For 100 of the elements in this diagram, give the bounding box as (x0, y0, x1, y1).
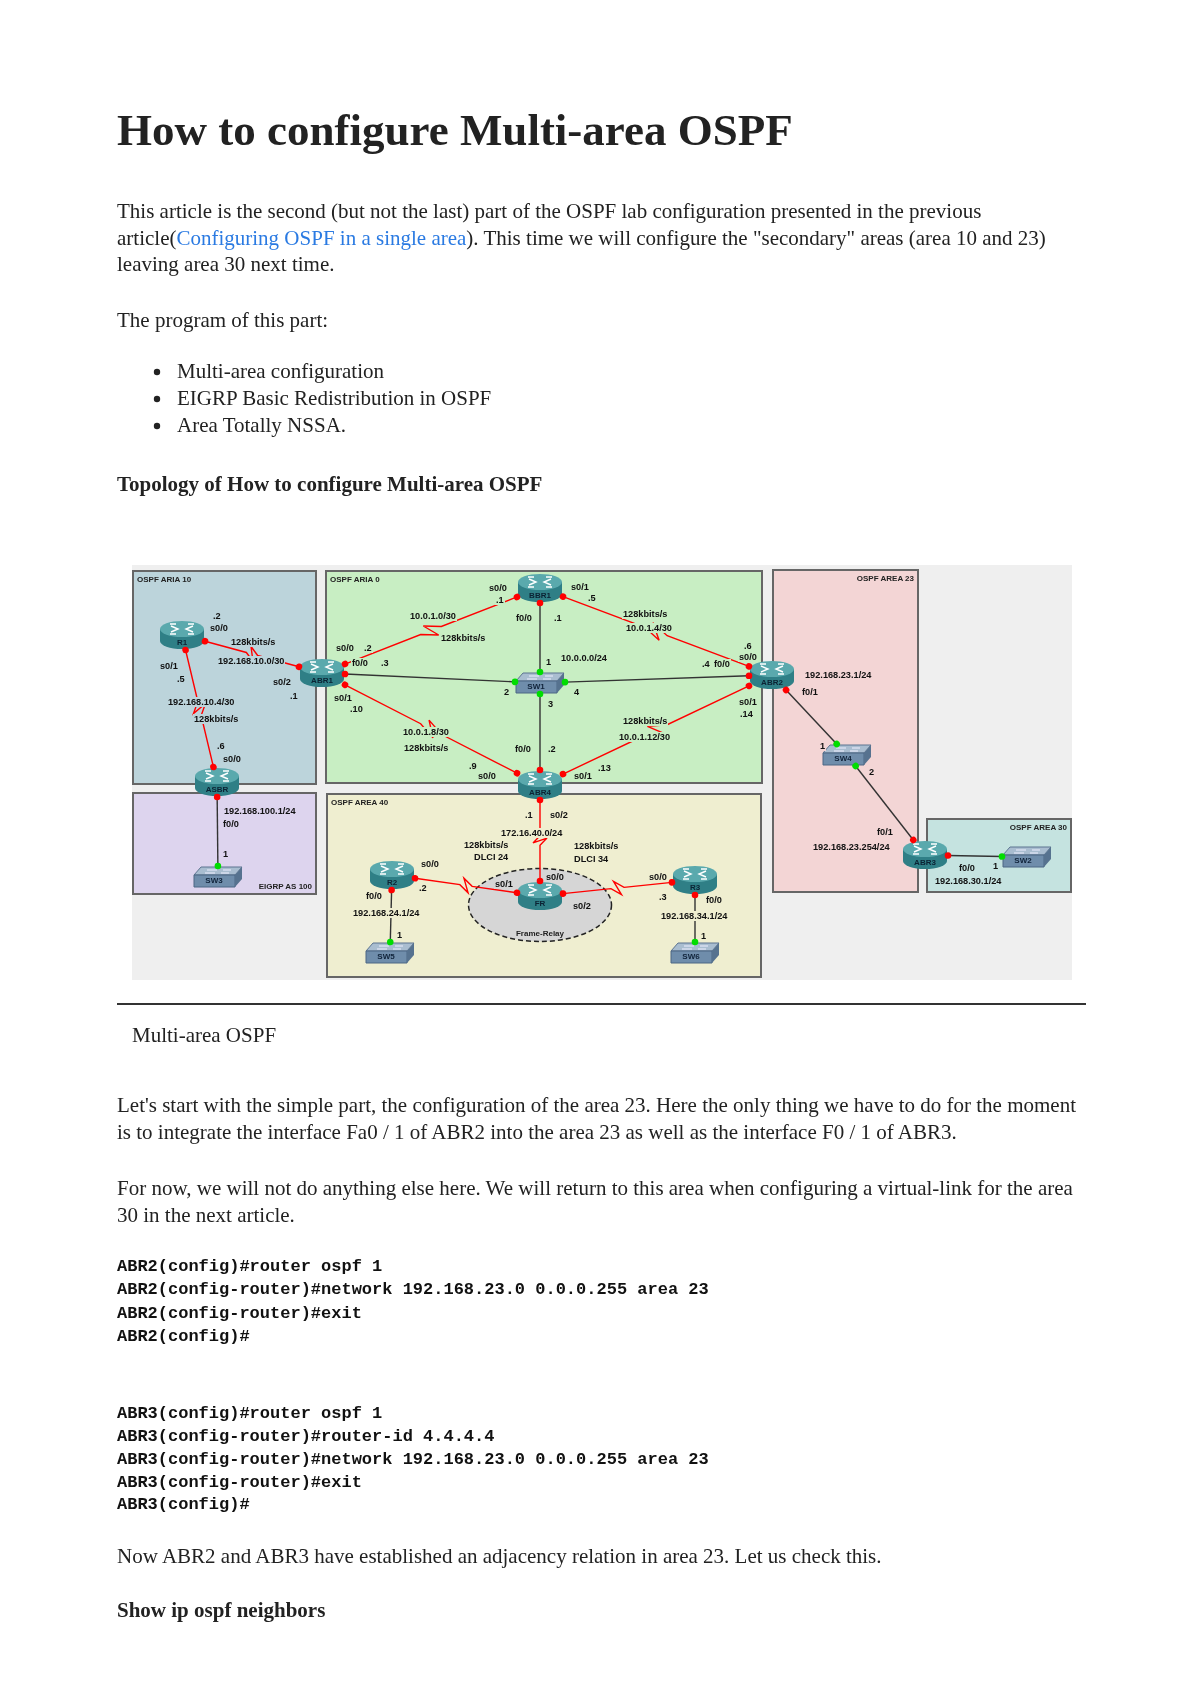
network-link (536, 690, 544, 774)
network-label: .14 (739, 709, 754, 719)
network-link (341, 593, 521, 668)
edge-label: 172.16.40.0/24 (500, 828, 564, 838)
network-label: s0/1 (573, 771, 593, 781)
switch-name: SW1 (526, 682, 546, 692)
network-link (213, 793, 222, 870)
network-label: .3 (380, 658, 390, 668)
paragraph: This article is the second (but not the last) part of the OSPF lab configuration presented in the previous article(Configuring OSPF in a single area). This time we will configure the "secondary" areas (area 10 and 23) leaving area 30 next time. (117, 198, 1047, 278)
network-label: 192.168.100.1/24 (223, 806, 297, 816)
network-label: s0/1 (494, 879, 514, 889)
code-line: ABR2(config-router)#exit (117, 1304, 362, 1324)
network-link (782, 686, 840, 748)
network-label: 1 (700, 931, 708, 941)
network-label: s0/2 (272, 677, 292, 687)
network-label: .1 (524, 810, 534, 820)
switch-name: SW3 (204, 876, 224, 886)
network-label: s0/0 (335, 643, 355, 653)
network-label: s0/0 (545, 872, 565, 882)
router-name: R2 (385, 878, 399, 888)
network-label: 128kbits/s (622, 716, 669, 726)
network-link (536, 599, 544, 676)
network-label: .2 (547, 744, 557, 754)
network-label: 192.168.30.1/24 (934, 876, 1003, 886)
network-label: 128kbits/s (403, 743, 450, 753)
network-label: s0/2 (549, 810, 569, 820)
router-name: ASBR (204, 785, 230, 795)
network-link (341, 670, 519, 686)
cloud-label: Frame-Relay (515, 929, 565, 938)
switch-name: SW5 (376, 952, 396, 962)
switch-name: SW4 (833, 754, 853, 764)
router-name: R3 (688, 883, 702, 893)
code-line: ABR3(config)#router ospf 1 (117, 1404, 383, 1424)
network-label: f0/0 (958, 863, 976, 873)
list-item: EIGRP Basic Redistribution in OSPF (177, 385, 492, 412)
network-label: s0/2 (572, 901, 592, 911)
network-label: 192.168.23.1/24 (804, 670, 873, 680)
network-label: .9 (468, 761, 478, 771)
network-label: 128kbits/s (463, 840, 510, 850)
figure-caption: Multi-area OSPF (132, 1022, 277, 1049)
network-label: .5 (176, 674, 186, 684)
network-label: 128kbits/s (573, 841, 620, 851)
edge-label: 10.0.1.0/30 (409, 611, 457, 621)
code-line: ABR3(config-router)#exit (117, 1473, 362, 1493)
code-line: ABR3(config-router)#network 192.168.23.0 0.0.0.255 area 23 (117, 1450, 709, 1470)
router-name: ABR4 (528, 788, 552, 798)
network-label: .2 (363, 643, 373, 653)
network-label: f0/0 (515, 613, 533, 623)
router-name: ABR2 (760, 678, 784, 688)
switch-name: SW2 (1013, 856, 1033, 866)
network-label: 192.168.24.1/24 (352, 908, 421, 918)
network-label: 128kbits/s (440, 633, 487, 643)
network-label: 2 (868, 767, 876, 777)
area-title: OSPF AREA 40 (331, 798, 389, 807)
network-link (411, 874, 521, 897)
network-label: 1 (992, 861, 1000, 871)
network-label: .1 (495, 595, 505, 605)
network-label: f0/0 (713, 659, 731, 669)
network-label: 1 (545, 657, 553, 667)
network-label: 1 (396, 930, 404, 940)
code-line: ABR2(config)#router ospf 1 (117, 1257, 383, 1277)
network-label: .10 (349, 704, 364, 714)
router-name: ABR1 (310, 676, 334, 686)
network-label: f0/0 (705, 895, 723, 905)
network-label: s0/0 (222, 754, 242, 764)
area-title: OSPF ARIA 0 (330, 575, 380, 584)
network-label: s0/0 (477, 771, 497, 781)
area-title: OSPF AREA 23 (856, 574, 914, 583)
network-label: 3 (547, 699, 555, 709)
network-label: s0/1 (570, 582, 590, 592)
edge-label: 10.0.1.8/30 (402, 727, 450, 737)
area-panel (326, 793, 762, 978)
paragraph: Let's start with the simple part, the configuration of the area 23. Here the only thing we have to do for the moment is to integrate the interface Fa0 / 1 of ABR2 into the area 23 as well as the interface F0 / 1 of ABR3. (117, 1092, 1077, 1146)
network-link (944, 852, 1006, 860)
page-title: How to configure Multi-area OSPF (117, 104, 793, 156)
network-label: f0/0 (514, 744, 532, 754)
area-title: EIGRP AS 100 (258, 882, 312, 891)
network-label: f0/1 (801, 687, 819, 697)
switch-name: SW6 (681, 952, 701, 962)
network-label: 128kbits/s (622, 609, 669, 619)
paragraph: For now, we will not do anything else here. We will return to this area when configuring a virtual-link for the area 30 in the next article. (117, 1175, 1074, 1229)
network-link (561, 672, 753, 686)
network-label: 2 (503, 687, 511, 697)
list-item: Multi-area configuration (177, 358, 384, 385)
network-label: 192.168.34.1/24 (660, 911, 729, 921)
network-label: 1 (222, 849, 230, 859)
network-label: .6 (743, 641, 753, 651)
paragraph: Now ABR2 and ABR3 have established an adjacency relation in area 23. Let us check this. (117, 1543, 883, 1570)
network-label: s0/1 (738, 697, 758, 707)
frame-relay-cloud (467, 867, 613, 943)
network-label: .6 (216, 741, 226, 751)
network-label: f0/0 (365, 891, 383, 901)
network-label: .13 (597, 763, 612, 773)
router-name: FR (533, 899, 547, 909)
network-label: .4 (701, 659, 711, 669)
network-label: s0/0 (488, 583, 508, 593)
network-label: 1 (819, 741, 827, 751)
network-label: 128kbits/s (230, 637, 277, 647)
network-label: 4 (573, 687, 581, 697)
area-panel (132, 792, 317, 895)
